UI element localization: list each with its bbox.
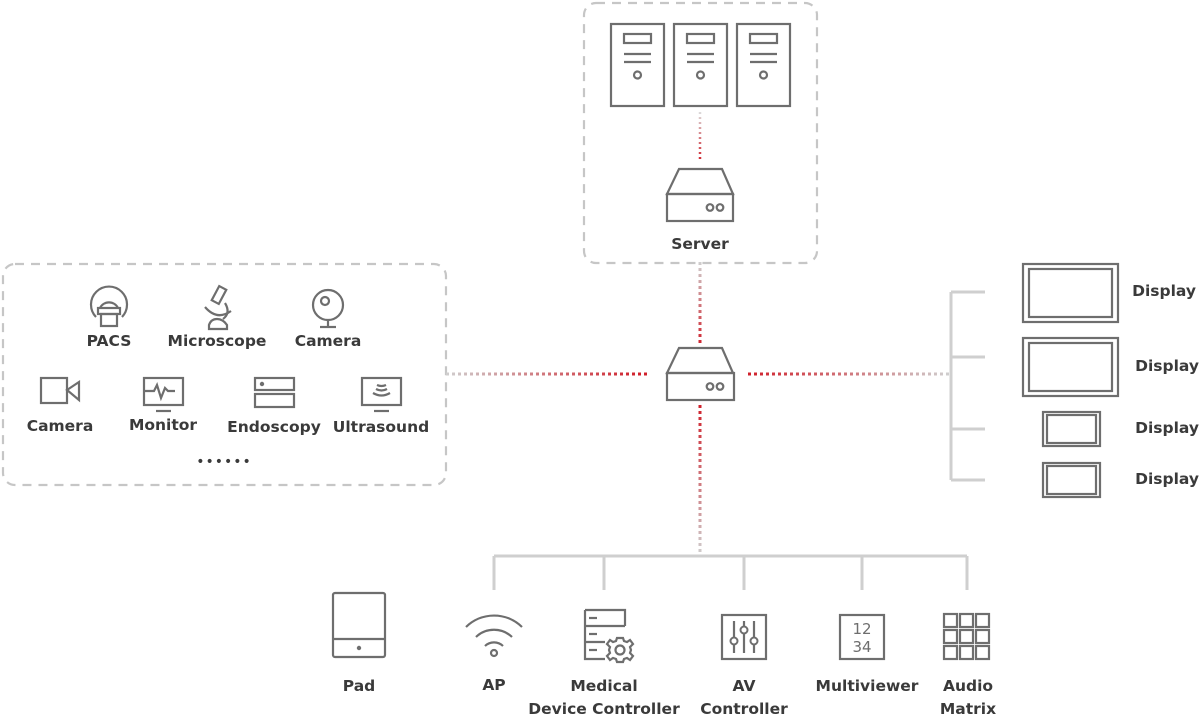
tablet-icon — [331, 591, 387, 659]
patient-monitor-icon — [142, 376, 185, 413]
display-icon — [1021, 262, 1120, 324]
endpoint-label-pad: Pad — [343, 677, 376, 695]
display-icon — [1041, 461, 1102, 499]
source-label-video-camera: Camera — [27, 417, 94, 435]
endpoint-label-ap: AP — [482, 676, 505, 694]
av-mixer-icon — [720, 613, 768, 661]
mri-scanner-icon — [89, 285, 129, 328]
endpoint-label-medical-line2: Device Controller — [528, 700, 680, 717]
source-label-microscope: Microscope — [168, 332, 267, 350]
display-label-3: Display — [1135, 419, 1199, 437]
device-controller-icon — [583, 608, 635, 664]
display-icon — [1021, 336, 1120, 398]
multiviewer-icon-text-top: 12 — [852, 620, 871, 638]
endpoint-label-av-line2: Controller — [700, 700, 788, 717]
source-label-monitor: Monitor — [129, 416, 197, 434]
display-icon — [1041, 410, 1102, 448]
endpoint-label-multiviewer: Multiviewer — [816, 677, 919, 695]
more-sources-ellipsis: •••••• — [196, 454, 252, 470]
source-label-endoscopy: Endoscopy — [227, 418, 321, 436]
display-label-4: Display — [1135, 470, 1199, 488]
storage-unit-icon — [735, 22, 792, 108]
webcam-icon — [311, 288, 345, 329]
endpoint-label-audio-line1: Audio — [943, 677, 993, 695]
microscope-icon — [204, 284, 232, 331]
audio-matrix-icon — [942, 612, 991, 661]
display-label-2: Display — [1135, 357, 1199, 375]
multiviewer-icon: 12 34 — [838, 613, 886, 661]
switch-icon — [665, 346, 736, 402]
video-camera-icon — [39, 376, 81, 405]
source-label-ultrasound: Ultrasound — [333, 418, 429, 436]
endpoint-label-medical-line1: Medical — [570, 677, 637, 695]
display-bracket — [949, 290, 985, 482]
endoscopy-unit-icon — [253, 376, 296, 409]
storage-rack — [609, 22, 792, 108]
storage-unit-icon — [609, 22, 666, 108]
multiviewer-icon-text-bottom: 34 — [852, 638, 871, 656]
storage-unit-icon — [672, 22, 729, 108]
endpoint-label-audio-line2: Matrix — [940, 700, 996, 717]
server-icon — [665, 167, 735, 223]
server-group-border — [582, 1, 819, 265]
endpoint-bus — [492, 554, 969, 590]
source-label-camera: Camera — [295, 332, 362, 350]
ultrasound-icon — [360, 376, 403, 413]
source-label-pacs: PACS — [87, 332, 132, 350]
endpoint-label-av-line1: AV — [733, 677, 756, 695]
wifi-icon — [465, 614, 523, 658]
connection-wires — [446, 112, 985, 590]
server-label: Server — [671, 235, 729, 253]
sources-group-border — [1, 262, 448, 487]
display-label-1: Display — [1132, 282, 1196, 300]
